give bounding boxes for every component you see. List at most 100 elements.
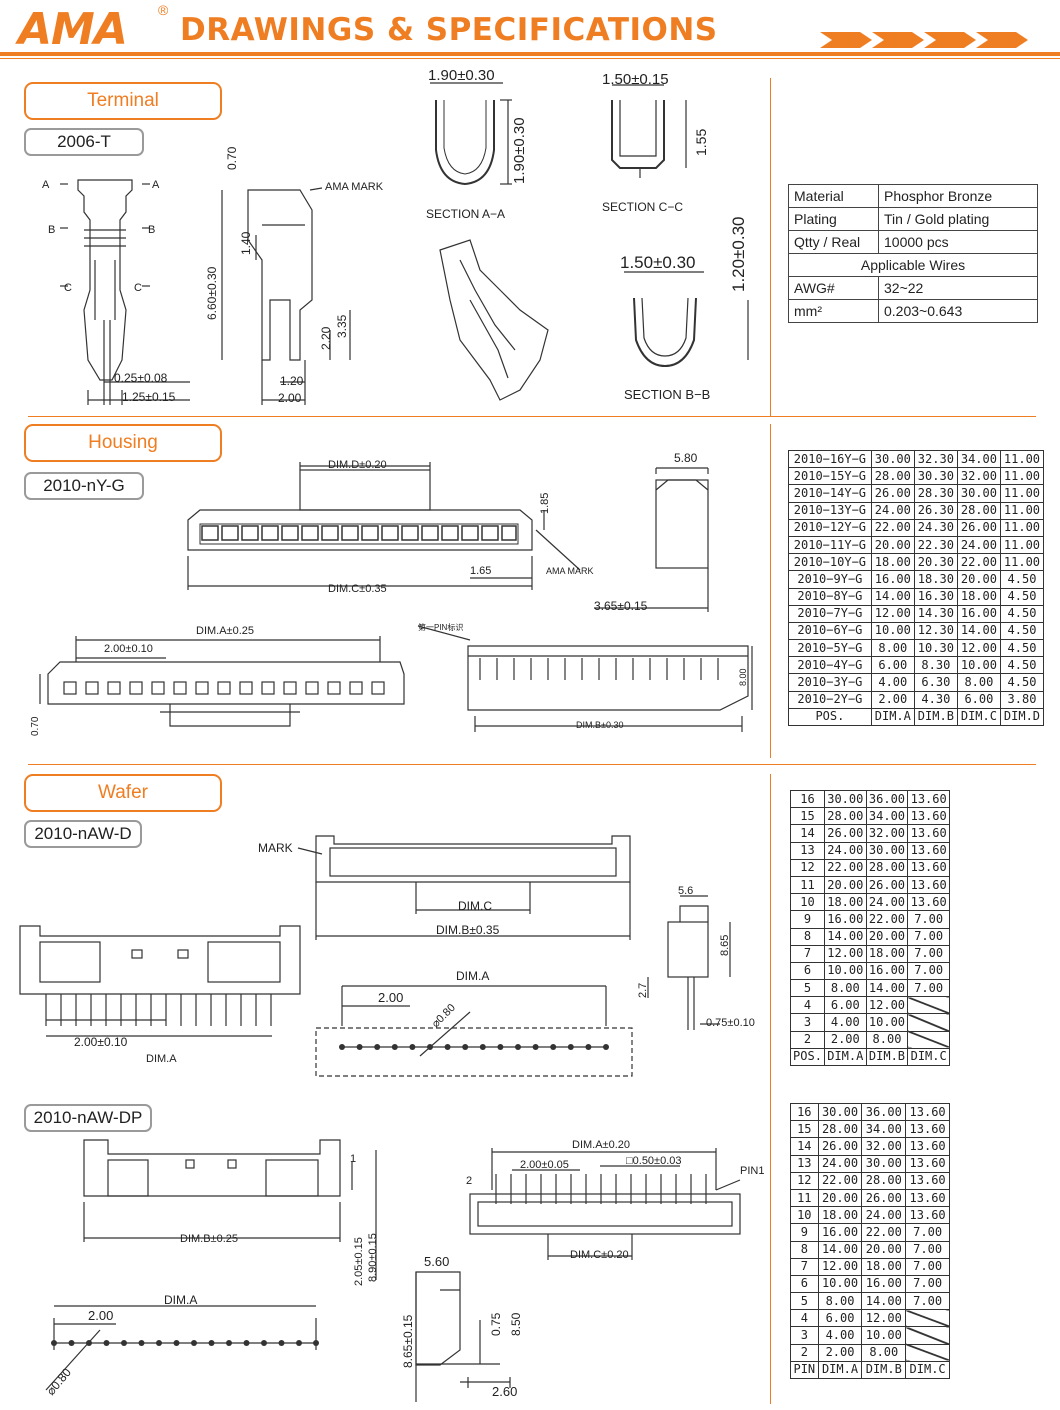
registered-mark: ® [158,2,169,18]
table-cell: 20.30 [913,553,958,572]
table-cell: 14.30 [913,604,958,623]
table-cell: 13.60 [907,841,950,860]
table-cell: 34.00 [861,1120,907,1139]
table-cell: 2010−6Y−G [788,621,872,641]
table-cell: 24.00 [817,1154,863,1173]
label-dp-pin1: PIN1 [740,1165,764,1177]
spec-label: AWG# [788,276,879,300]
table-cell: 14.00 [817,1240,863,1259]
table-cell: 6.00 [956,690,1001,709]
dim-200: 2.00 [278,391,302,405]
table-cell: 13 [790,841,825,860]
table-cell: 32.00 [861,1137,907,1156]
table-cell: 2.00 [817,1343,863,1362]
table-header-cell: POS. [788,707,872,727]
table-cell: 22.00 [823,858,867,877]
table-cell: 20.00 [870,535,915,555]
table-cell: 16.00 [956,604,1001,623]
table-cell: 10.00 [865,1013,909,1032]
dim-wafer-b: DIM.B±0.35 [436,923,500,937]
table-cell: 11.00 [999,501,1045,520]
table-cell: 4.50 [999,604,1045,623]
dim-dp-075: 0.75 [489,1312,503,1336]
table-cell: 36.00 [861,1102,907,1122]
label-a-left: A [42,179,50,191]
dim-housing-a: DIM.A±0.25 [196,625,254,637]
table-cell: 4.00 [817,1326,863,1345]
table-cell: 26.00 [956,518,1001,537]
table-cell: 11.00 [999,518,1045,537]
table-cell: 16 [790,789,825,809]
dim-housing-070: 0.70 [30,716,41,736]
table-cell: 28.00 [870,467,915,486]
table-cell: 18.00 [956,587,1001,606]
housing-drawing: DIM.D±0.20 1.85 1.65 DIM.C±0.35 AMA MARK… [30,451,753,736]
table-cell: 24.00 [861,1206,907,1225]
table-cell: 12 [790,1171,819,1190]
dim-wafer-075: 0.75±0.10 [706,1017,755,1029]
table-cell: 2.00 [823,1030,867,1049]
table-cell: 12.00 [861,1309,907,1328]
table-cell: 13.60 [905,1188,950,1208]
table-cell: 2010−4Y−G [788,656,872,675]
dim-wafer-a-bottom: DIM.A [146,1053,177,1065]
housing-vertical-divider [770,424,771,758]
table-cell: 30.00 [870,449,915,469]
table-cell: 11.00 [999,449,1045,469]
dim-dp-b: DIM.B±0.25 [180,1233,238,1245]
table-cell: 11.00 [999,467,1045,486]
label-c-right: C [134,282,142,294]
section-label-terminal: Terminal [24,82,222,120]
table-cell: 4.50 [999,587,1045,606]
table-cell: 12.00 [956,639,1001,658]
table-cell: 3 [790,1013,825,1032]
table-cell: 7.00 [905,1292,950,1311]
table-cell: 8.00 [817,1292,863,1311]
table-cell: 34.00 [865,807,909,826]
dim-terminal-thick: 0.25±0.08 [114,371,168,385]
table-cell [905,1343,950,1362]
label-housing-ama-mark: AMA MARK [546,566,594,576]
table-cell: 13.60 [907,789,950,809]
table-cell: 20.00 [817,1188,863,1208]
table-cell: 4.30 [913,690,958,709]
housing-contacts [63,523,719,695]
terminal-spec-table: Material Phosphor Bronze Plating Tin / G… [788,184,1038,323]
dim-b-width: 1.50±0.30 [620,253,696,272]
table-cell: 4.00 [870,673,915,692]
table-cell: 13.60 [905,1171,950,1190]
table-cell: 13.60 [907,893,950,912]
table-cell: 13.60 [907,858,950,877]
label-section-bb: SECTION B−B [624,387,710,402]
table-cell [905,1326,950,1345]
table-cell: 7.00 [905,1257,950,1276]
table-cell: 11.00 [999,484,1045,503]
table-cell: 13.60 [905,1206,950,1225]
table-cell: 26.00 [823,824,867,843]
section-label-wafer: Wafer [24,774,222,812]
dim-terminal-width: 1.25±0.15 [122,390,176,404]
table-cell: 18.00 [861,1257,907,1276]
label-wafer-mark: MARK [258,841,293,855]
table-cell: 26.00 [861,1188,907,1208]
spec-row: mm² 0.203~0.643 [788,299,1038,323]
dim-housing-d: DIM.D±0.20 [328,459,387,471]
table-header-cell: DIM.B [861,1360,907,1380]
table-cell: 15 [790,807,825,826]
table-cell: 28.00 [865,858,909,877]
